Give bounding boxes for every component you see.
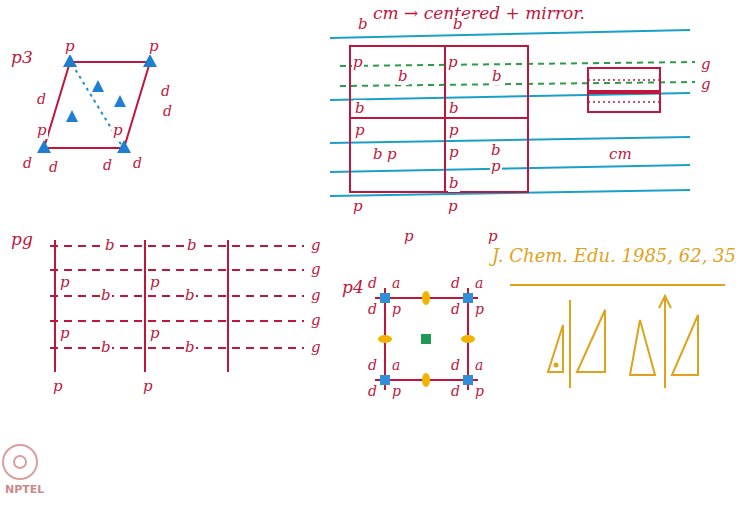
glide-label: g: [310, 287, 322, 304]
lattice-label: b: [104, 237, 116, 254]
glide-label: g: [700, 56, 712, 73]
lattice-point: p: [448, 122, 460, 139]
lattice-point: p: [386, 146, 398, 163]
cm-lattice: [330, 30, 695, 196]
reference-citation: J. Chem. Edu. 1985, 62, 35: [491, 246, 737, 266]
lattice-label: b: [448, 175, 460, 192]
lattice-point: p: [112, 122, 124, 139]
lattice-label: b: [372, 146, 384, 163]
symmetry-mark: d: [367, 302, 378, 317]
lattice-point: p: [142, 378, 154, 395]
lattice-point: p: [352, 54, 364, 71]
motif-mark: d: [132, 156, 143, 171]
lattice-label: b: [186, 237, 198, 254]
symmetry-mark: d: [450, 384, 461, 399]
symmetry-mark: d: [450, 276, 461, 291]
lattice-label: b: [357, 16, 369, 33]
group-name: cm: [608, 146, 633, 163]
lattice-label: b: [452, 16, 464, 33]
lattice-point: p: [487, 228, 499, 245]
symmetry-mark: d: [450, 302, 461, 317]
motif-mark: d: [22, 156, 33, 171]
glide-label: g: [310, 237, 322, 254]
lattice-label: b: [184, 287, 196, 304]
motif-mark: d: [102, 158, 113, 173]
lattice-point: p: [447, 54, 459, 71]
lattice-point: p: [391, 302, 402, 317]
lattice-point: p: [59, 274, 71, 291]
lattice-point: p: [490, 158, 502, 175]
symmetry-mark: d: [367, 276, 378, 291]
lattice-label: b: [397, 68, 409, 85]
lattice-point: p: [149, 274, 161, 291]
lattice-label: b: [184, 339, 196, 356]
glide-label: g: [310, 339, 322, 356]
cm-symbol: [588, 68, 660, 112]
symmetry-mark: d: [367, 358, 378, 373]
motif-mark: d: [160, 84, 171, 99]
lattice-point: p: [352, 198, 364, 215]
lattice-point: p: [474, 302, 485, 317]
lattice-point: p: [403, 228, 415, 245]
lattice-point: p: [52, 378, 64, 395]
lattice-point: p: [391, 384, 402, 399]
motif-mark: d: [162, 104, 173, 119]
symmetry-mark: a: [474, 276, 484, 291]
mirror-glide-illustration: [510, 285, 725, 388]
motif-mark: d: [48, 160, 59, 175]
group-name: p4: [341, 278, 365, 297]
glide-label: g: [310, 312, 322, 329]
group-name: pg: [10, 230, 34, 249]
symmetry-mark: d: [367, 384, 378, 399]
symmetry-mark: d: [450, 358, 461, 373]
lattice-label: b: [491, 68, 503, 85]
glide-label: g: [310, 261, 322, 278]
group-name: p3: [10, 48, 34, 67]
p4-cell: [375, 288, 478, 390]
lattice-point: p: [148, 38, 160, 55]
motif-mark: d: [36, 92, 47, 107]
lattice-point: p: [354, 122, 366, 139]
watermark: NPTEL: [4, 484, 45, 496]
symmetry-mark: a: [391, 358, 401, 373]
symmetry-mark: a: [474, 358, 484, 373]
watermark-logo: [3, 445, 37, 479]
lattice-label: b: [354, 100, 366, 117]
symmetry-mark: a: [391, 276, 401, 291]
lattice-point: p: [36, 122, 48, 139]
pg-lattice: [50, 240, 304, 372]
lattice-point: p: [64, 38, 76, 55]
lattice-label: b: [100, 339, 112, 356]
p3-cell: [37, 54, 157, 153]
lattice-label: b: [490, 142, 502, 159]
lattice-label: b: [448, 100, 460, 117]
glide-label: g: [700, 76, 712, 93]
lattice-point: p: [59, 325, 71, 342]
lattice-point: p: [447, 198, 459, 215]
lattice-point: p: [149, 325, 161, 342]
lattice-point: p: [474, 384, 485, 399]
lattice-label: b: [100, 287, 112, 304]
lattice-point: p: [448, 144, 460, 161]
heading-note: cm → centered + mirror.: [372, 4, 586, 23]
